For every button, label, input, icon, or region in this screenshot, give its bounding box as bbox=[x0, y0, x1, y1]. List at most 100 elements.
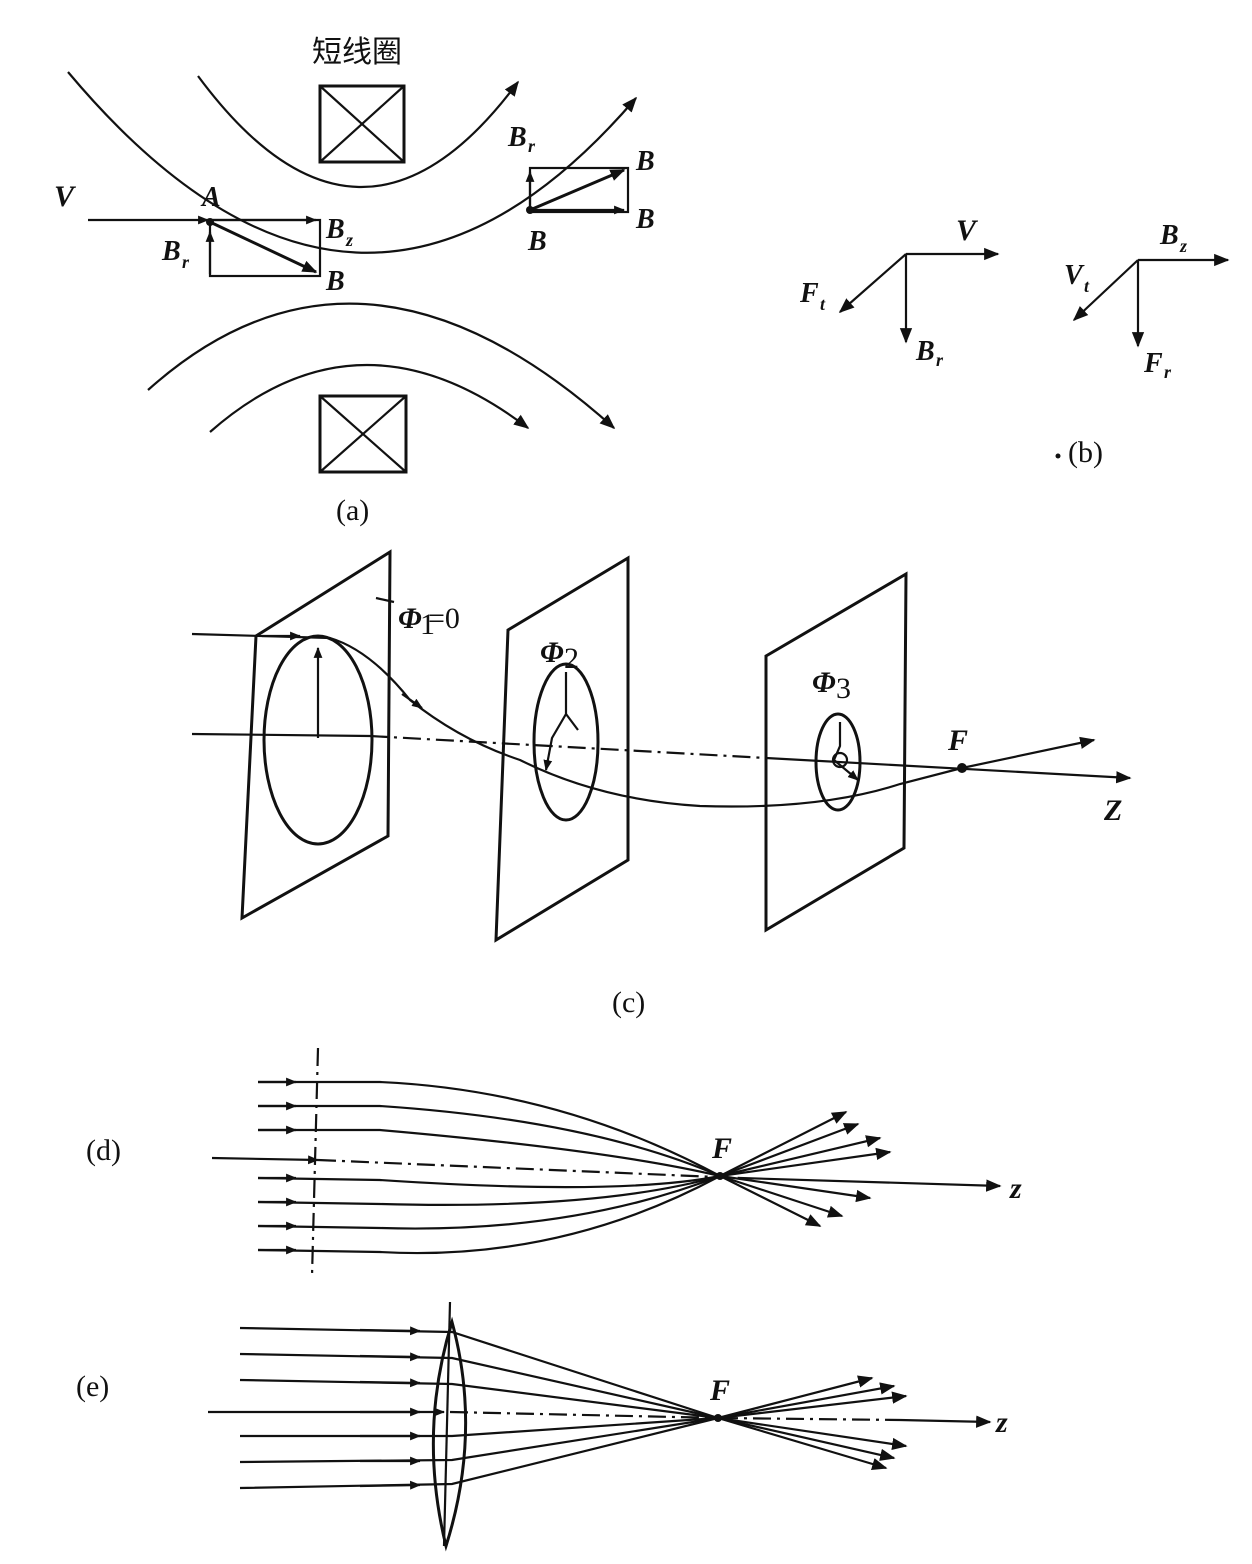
axis-z-arrow bbox=[765, 756, 1132, 784]
b-dot bbox=[1055, 453, 1061, 459]
svg-text:t: t bbox=[820, 294, 826, 314]
svg-text:=0: =0 bbox=[428, 602, 460, 635]
field-line-inner-top bbox=[197, 75, 519, 189]
center-3 bbox=[831, 751, 849, 769]
b-label-fr: F r bbox=[1143, 348, 1172, 382]
label-phi2: Φ 2 bbox=[540, 636, 579, 675]
b-label-vt: V t bbox=[1064, 260, 1090, 296]
traj-arrow-2 bbox=[401, 693, 423, 709]
caption-c: (c) bbox=[612, 986, 645, 1019]
label-axis-e: z bbox=[995, 1406, 1008, 1439]
svg-text:t: t bbox=[1084, 276, 1090, 296]
caption-a: (a) bbox=[336, 494, 369, 527]
b-ft-arrow bbox=[838, 253, 907, 314]
label-focus-e: F bbox=[709, 1374, 730, 1407]
svg-text:B: B bbox=[325, 214, 345, 245]
label-b-right-point: B bbox=[527, 226, 547, 257]
svg-text:r: r bbox=[182, 252, 190, 272]
panel-a: 短线圈 V A B bbox=[54, 35, 655, 527]
b-arrow-left bbox=[209, 220, 318, 274]
aperture-2 bbox=[532, 662, 600, 822]
label-phi3: Φ 3 bbox=[812, 666, 851, 705]
svg-text:Φ: Φ bbox=[812, 666, 836, 699]
b-arrow-right bbox=[529, 168, 626, 212]
svg-text:F: F bbox=[1143, 348, 1163, 379]
svg-text:B: B bbox=[1159, 220, 1179, 251]
focus-point-d bbox=[716, 1172, 724, 1180]
svg-text:2: 2 bbox=[564, 642, 579, 675]
lens-e bbox=[431, 1316, 468, 1552]
panel-d: F z (d) bbox=[86, 1047, 1022, 1277]
ray-arrows-d bbox=[258, 1077, 298, 1255]
axis-e-dashed-2 bbox=[719, 1416, 901, 1422]
svg-text:r: r bbox=[1164, 362, 1172, 382]
axis-segment-1 bbox=[191, 732, 371, 738]
axis-d-dashed bbox=[317, 1158, 741, 1180]
b-vt-arrow bbox=[1072, 259, 1139, 322]
svg-text:F: F bbox=[799, 278, 819, 309]
b-label-ft: F t bbox=[799, 278, 826, 314]
aperture-1 bbox=[262, 634, 374, 846]
bottom-coil-icon bbox=[318, 394, 408, 474]
axis-e-dashed bbox=[449, 1410, 721, 1420]
focus-point-c bbox=[957, 763, 967, 773]
label-a: A bbox=[200, 182, 221, 213]
radius-arrow-2 bbox=[543, 672, 568, 772]
label-phi1: Φ 1 =0 bbox=[398, 602, 460, 641]
caption-d: (d) bbox=[86, 1134, 121, 1167]
axis-dashed bbox=[369, 734, 767, 760]
svg-text:B: B bbox=[507, 122, 527, 153]
svg-text:Φ: Φ bbox=[540, 636, 564, 669]
caption-e: (e) bbox=[76, 1370, 109, 1403]
label-b-right-top: B bbox=[635, 146, 655, 177]
svg-text:B: B bbox=[915, 336, 935, 367]
svg-text:Φ: Φ bbox=[398, 602, 422, 635]
plane-3 bbox=[764, 571, 908, 933]
phi1-leader bbox=[375, 596, 395, 604]
coil-label: 短线圈 bbox=[312, 35, 402, 70]
b-label-v: V bbox=[956, 214, 979, 247]
b-label-br: B r bbox=[915, 336, 944, 370]
label-axis-c: Z bbox=[1103, 794, 1122, 827]
radius-tick-2 bbox=[565, 713, 579, 731]
rays-e bbox=[239, 1326, 908, 1490]
label-v: V bbox=[54, 180, 77, 213]
svg-text:1: 1 bbox=[420, 608, 435, 641]
svg-text:z: z bbox=[345, 230, 353, 250]
panel-b: V F t B r B z V t F r (b) bbox=[799, 214, 1230, 469]
svg-text:z: z bbox=[1179, 236, 1187, 256]
lens-axis-e bbox=[442, 1301, 452, 1547]
label-br-left: B r bbox=[161, 236, 190, 272]
axis-d-arrow bbox=[739, 1176, 1002, 1192]
label-focus-c: F bbox=[947, 724, 968, 757]
label-axis-d: z bbox=[1009, 1172, 1022, 1205]
field-line-outer-bottom bbox=[147, 302, 616, 430]
field-line-inner-bottom bbox=[209, 363, 530, 433]
panel-e: F z (e) bbox=[76, 1301, 1008, 1552]
label-focus-d: F bbox=[711, 1132, 732, 1165]
electron-trajectory bbox=[191, 632, 1096, 808]
plane-1 bbox=[240, 549, 392, 921]
ray-arrows-e bbox=[359, 1326, 422, 1490]
label-b-right-mid: B bbox=[635, 204, 655, 235]
panel-c: Φ 1 =0 Φ 2 Φ 3 F Z (c) bbox=[191, 549, 1132, 1019]
svg-text:r: r bbox=[528, 136, 536, 156]
label-b-bottom: B bbox=[325, 266, 345, 297]
label-br-right: B r bbox=[507, 122, 536, 156]
rays-d bbox=[257, 1080, 892, 1255]
point-a bbox=[206, 218, 214, 226]
axis-d-start bbox=[211, 1155, 320, 1165]
b-label-bz: B z bbox=[1159, 220, 1187, 256]
svg-text:B: B bbox=[161, 236, 181, 267]
top-coil-icon bbox=[318, 84, 406, 164]
field-line-outer-top bbox=[67, 71, 638, 254]
aperture-3 bbox=[814, 712, 862, 812]
plane-2 bbox=[494, 555, 630, 943]
label-bz: B z bbox=[325, 214, 353, 250]
svg-text:V: V bbox=[1064, 260, 1085, 291]
point-b bbox=[526, 206, 534, 214]
svg-text:3: 3 bbox=[836, 672, 851, 705]
focus-point-e bbox=[714, 1414, 722, 1422]
svg-text:r: r bbox=[936, 350, 944, 370]
